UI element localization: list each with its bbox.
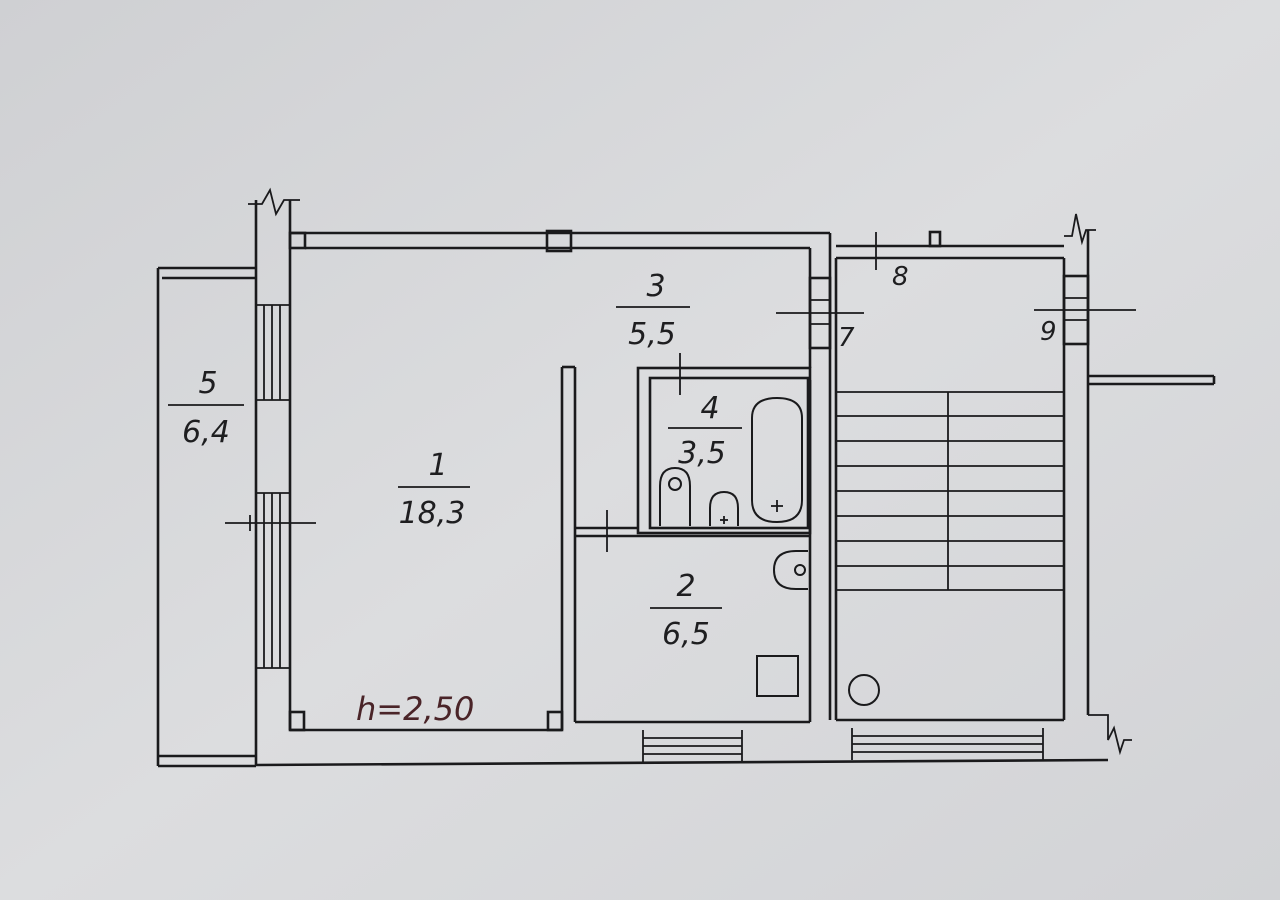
room-3-area: 5,5 [628,317,676,352]
staircase [836,391,1064,591]
bidet-icon [709,490,739,526]
room-4-number: 4 [700,391,719,426]
window-bottom-stairwell [851,728,1044,760]
room-5-area: 6,4 [182,415,230,450]
room-1-area: 18,3 [399,496,466,531]
walls [248,187,1216,767]
room-1-number: 1 [428,448,447,483]
room-5-number: 5 [198,366,217,401]
window-left-upper [256,304,290,401]
room-2-number: 2 [676,569,695,604]
balcony [156,266,256,768]
door-marks [225,232,1136,552]
ceiling-height: h=2,50 [356,690,474,728]
room-4-area: 3,5 [678,436,726,471]
room-label-5: 5 6,4 [168,366,244,450]
marker-9: 9 [1040,317,1057,347]
marker-8: 8 [892,262,909,292]
room-2-area: 6,5 [662,617,710,652]
stove-icon [756,655,799,697]
bathtub-icon [751,396,803,524]
room-label-2: 2 6,5 [650,569,722,652]
window-bottom-room2 [642,730,743,762]
boiler-icon [848,674,880,706]
sink-icon [772,550,808,590]
room-3-number: 3 [646,269,665,304]
room-label-4: 4 3,5 [668,391,742,471]
toilet-icon [659,466,691,526]
room-label-1: 1 18,3 [398,448,470,531]
marker-7: 7 [838,323,855,353]
room-label-3: 3 5,5 [616,269,690,352]
